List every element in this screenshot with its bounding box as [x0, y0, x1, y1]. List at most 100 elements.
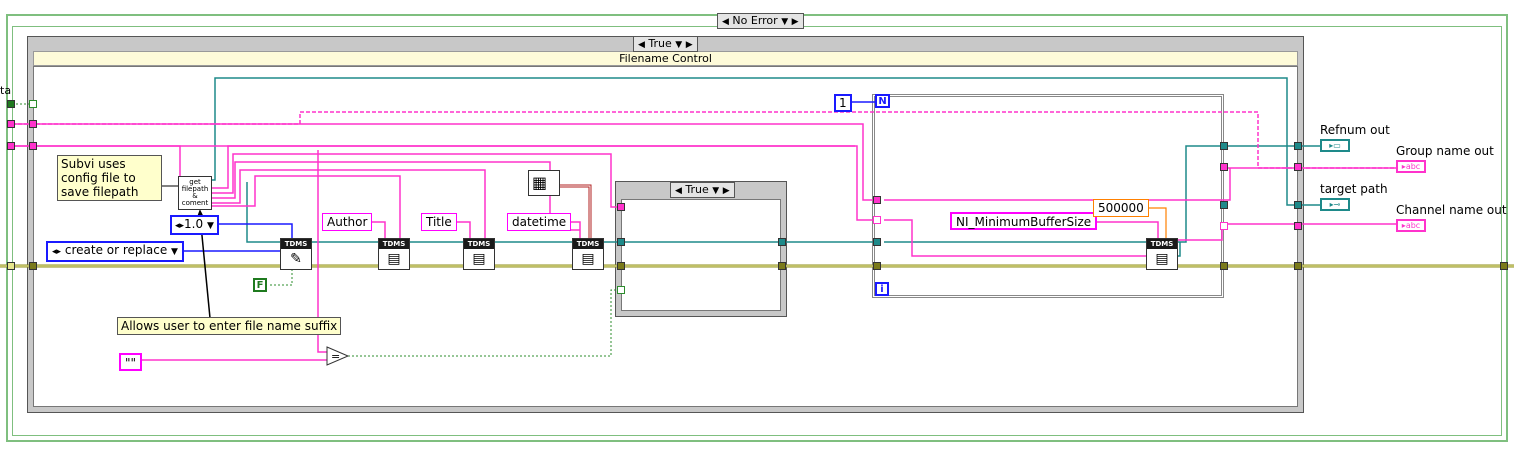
nested-case-selector-label: True: [685, 183, 709, 196]
timestamp-node[interactable]: ▦: [528, 170, 560, 196]
group-name-out-label: Group name out: [1396, 144, 1494, 158]
tdms-label: TDMS: [281, 239, 311, 249]
string-case-tunnel: [617, 203, 625, 211]
error-loop-tunnel: [1220, 262, 1228, 270]
version-value: 1.0: [184, 217, 204, 231]
error-inner-tunnel: [29, 262, 37, 270]
tdms-open-icon: ✎: [290, 251, 302, 267]
group-name-out-terminal[interactable]: ▸abc: [1396, 160, 1426, 173]
refnum-case-tunnel: [617, 238, 625, 246]
error-input-tunnel: [7, 262, 15, 270]
nested-case-diagram: [621, 199, 781, 311]
selector-right-icon[interactable]: ▶: [722, 186, 730, 196]
string-output-tunnel: [1294, 222, 1302, 230]
error-case-tunnel: [617, 262, 625, 270]
string-input-tunnel: [7, 120, 15, 128]
inner-case-selector[interactable]: ◀ True ▼ ▶: [633, 36, 698, 52]
title-constant[interactable]: Title: [421, 213, 457, 231]
string-output-tunnel: [1294, 163, 1302, 171]
string-icon: ▸abc: [1401, 162, 1421, 171]
selector-left-icon[interactable]: ◀: [638, 40, 645, 50]
boolean-input-tunnel: [7, 100, 15, 108]
tdms-label: TDMS: [1147, 239, 1177, 249]
string-icon: ▸abc: [1401, 221, 1421, 230]
chevron-down-icon[interactable]: ▼: [712, 186, 720, 196]
tdms-label: TDMS: [573, 239, 603, 249]
clock-icon: ▦: [532, 173, 548, 192]
operation-value: create or replace: [64, 243, 168, 257]
tdms-properties-icon: ▤: [472, 251, 486, 267]
refnum-output-tunnel: [1294, 142, 1302, 150]
boolean-false-constant[interactable]: F: [253, 278, 267, 292]
selector-left-icon[interactable]: ◀: [722, 17, 729, 27]
buffer-property-constant[interactable]: NI_MinimumBufferSize: [950, 212, 1098, 230]
selector-left-icon[interactable]: ◀: [675, 186, 682, 196]
target-path-terminal[interactable]: ▸⊸: [1320, 198, 1350, 211]
tdms-label: TDMS: [464, 239, 494, 249]
operation-enum[interactable]: ◂▸ create or replace ▼: [46, 241, 184, 262]
refnum-wire: [210, 77, 1324, 257]
error-loop-tunnel: [873, 262, 881, 270]
loop-count-terminal: N: [875, 94, 890, 108]
subvi-comment: Subvi uses config file to save filepath: [57, 155, 162, 201]
tdms-set-properties-node[interactable]: TDMS ▤: [572, 238, 604, 270]
chevron-down-icon[interactable]: ▼: [206, 221, 214, 231]
selector-right-icon[interactable]: ▶: [685, 40, 693, 50]
refnum-case-tunnel: [778, 238, 786, 246]
channel-name-out-terminal[interactable]: ▸abc: [1396, 219, 1426, 232]
version-constant[interactable]: ◂▸1.0 ▼: [170, 215, 219, 235]
boolean-wires: [12, 103, 617, 357]
buffer-size-constant[interactable]: 500000: [1093, 199, 1149, 217]
channel-name-out-label: Channel name out: [1396, 203, 1507, 217]
refnum-loop-tunnel: [873, 238, 881, 246]
boolean-inner-tunnel: [29, 100, 37, 108]
refnum-out-label: Refnum out: [1320, 123, 1390, 137]
empty-string-constant[interactable]: "": [119, 353, 143, 371]
tdms-label: TDMS: [379, 239, 409, 249]
boolean-case-tunnel: [617, 286, 625, 294]
chevron-down-icon[interactable]: ▼: [171, 247, 178, 257]
error-output-tunnel: [1294, 262, 1302, 270]
error-case-tunnel: [778, 262, 786, 270]
equal-comparison-node[interactable]: =: [326, 346, 350, 366]
refnum-icon: ▸▭: [1329, 141, 1341, 150]
outer-case-selector[interactable]: ◀ No Error ▼ ▶: [717, 13, 804, 29]
tdms-set-properties-node[interactable]: TDMS ▤: [378, 238, 410, 270]
refnum-loop-tunnel: [1220, 201, 1228, 209]
loop-iteration-terminal: i: [875, 282, 889, 296]
chevron-down-icon[interactable]: ▼: [781, 17, 789, 27]
selector-right-icon[interactable]: ▶: [791, 17, 799, 27]
get-filepath-subvi[interactable]: get filepath & coment: [178, 176, 212, 210]
increment-icon[interactable]: ◂▸: [175, 221, 185, 231]
datetime-constant[interactable]: datetime: [507, 213, 572, 231]
tdms-properties-icon: ▤: [581, 251, 595, 267]
tdms-set-properties-node[interactable]: TDMS ▤: [1146, 238, 1178, 270]
chevron-down-icon[interactable]: ▼: [675, 40, 683, 50]
string-loop-tunnel: [873, 196, 881, 204]
subvi-icon-text: get filepath & coment: [181, 178, 209, 207]
inner-case-selector-label: True: [648, 37, 672, 50]
string-loop-tunnel: [1220, 222, 1228, 230]
loop-count-constant[interactable]: 1: [834, 94, 852, 112]
tdms-open-node[interactable]: TDMS ✎: [280, 238, 312, 270]
error-outer-tunnel: [1500, 262, 1508, 270]
refnum-loop-tunnel: [1220, 142, 1228, 150]
target-path-label: target path: [1320, 182, 1388, 196]
string-inner-tunnel: [29, 142, 37, 150]
suffix-comment: Allows user to enter file name suffix: [117, 317, 342, 335]
tdms-properties-icon: ▤: [1155, 251, 1169, 267]
tdms-properties-icon: ▤: [387, 251, 401, 267]
increment-icon[interactable]: ◂▸: [52, 247, 62, 257]
outer-case-selector-label: No Error: [732, 14, 778, 27]
refnum-out-terminal[interactable]: ▸▭: [1320, 139, 1350, 152]
string-input-tunnel: [7, 142, 15, 150]
edge-label: ta: [0, 84, 12, 97]
refnum-output-tunnel: [1294, 201, 1302, 209]
author-constant[interactable]: Author: [322, 213, 373, 231]
nested-case-selector[interactable]: ◀ True ▼ ▶: [670, 182, 735, 198]
string-inner-tunnel: [29, 120, 37, 128]
svg-text:=: =: [331, 350, 340, 363]
tdms-set-properties-node[interactable]: TDMS ▤: [463, 238, 495, 270]
path-icon: ▸⊸: [1329, 200, 1341, 209]
